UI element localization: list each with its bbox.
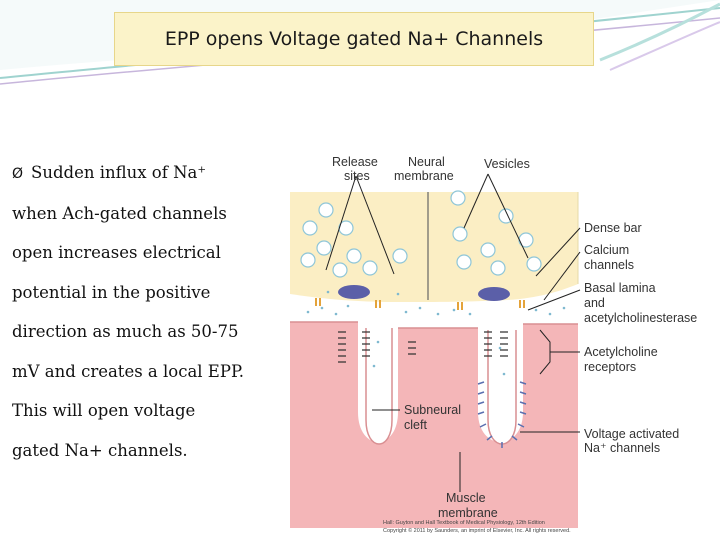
svg-text:sites: sites [344, 169, 370, 183]
dense-bar [478, 287, 510, 301]
bullet-arrow-icon: Ø [12, 166, 23, 182]
dense-bar [338, 285, 370, 299]
svg-text:membrane: membrane [438, 506, 498, 520]
svg-text:channels: channels [584, 258, 634, 272]
body-line: potential in the positive [12, 283, 210, 302]
label-subneural-cleft: Subneural [404, 403, 461, 417]
body-line: This will open voltage [12, 401, 195, 420]
svg-text:Na⁺ channels: Na⁺ channels [584, 441, 660, 455]
svg-text:acetylcholinesterase: acetylcholinesterase [584, 311, 697, 325]
body-line: mV and creates a local EPP. [12, 362, 244, 381]
label-muscle-membrane: Muscle [446, 491, 486, 505]
slide-title: EPP opens Voltage gated Na+ Channels [165, 28, 543, 50]
svg-text:Copyright © 2011 by Saunders,: Copyright © 2011 by Saunders, an imprint… [383, 527, 571, 534]
label-dense-bar: Dense bar [584, 221, 642, 235]
body-line: direction as much as 50-75 [12, 322, 239, 341]
figure-credit: Hall: Guyton and Hall Textbook of Medica… [383, 520, 545, 526]
title-box: EPP opens Voltage gated Na+ Channels [114, 12, 594, 66]
label-voltage-na-channels: Voltage activated [584, 427, 679, 441]
body-line: open increases electrical [12, 243, 221, 262]
neuromuscular-junction-diagram: Release sites Neural membrane Vesicles D… [288, 152, 720, 538]
muscle-fiber [290, 322, 578, 528]
label-ach-receptors: Acetylcholine [584, 345, 658, 359]
body-line: when Ach-gated channels [12, 204, 227, 223]
label-release-sites: Release [332, 155, 378, 169]
svg-text:cleft: cleft [404, 418, 427, 432]
label-vesicles: Vesicles [484, 157, 530, 171]
label-basal-lamina: Basal lamina [584, 281, 656, 295]
svg-text:and: and [584, 296, 605, 310]
svg-text:membrane: membrane [394, 169, 454, 183]
label-calcium-channels: Calcium [584, 243, 629, 257]
svg-text:receptors: receptors [584, 360, 636, 374]
label-neural-membrane: Neural [408, 155, 445, 169]
body-line: gated Na+ channels. [12, 441, 188, 460]
